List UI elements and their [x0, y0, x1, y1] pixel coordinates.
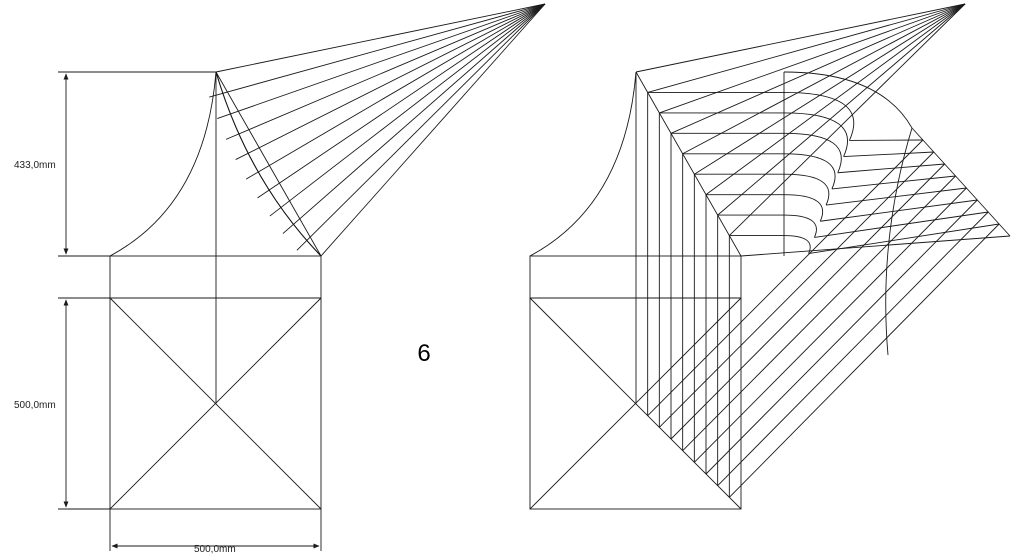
fan-line [257, 3, 546, 199]
construction-diagonal [831, 175, 956, 190]
construction-arc [783, 235, 811, 254]
construction-diagonal [837, 163, 945, 174]
left-fan-lines [209, 3, 546, 257]
fan-line [694, 3, 966, 175]
right-apex-shape [529, 71, 742, 404]
step-number: 6 [417, 340, 430, 367]
fan-line [717, 3, 966, 216]
fan-line [740, 235, 1011, 257]
construction-diagonal [843, 151, 934, 158]
construction-diagonal [808, 223, 1000, 255]
construction-diagonal [826, 187, 967, 206]
construction-arc [783, 153, 836, 190]
fan-line [647, 3, 966, 93]
construction-arc [783, 91, 855, 141]
construction-diagonal [814, 211, 989, 238]
construction-arc [783, 132, 842, 173]
construction-arc [783, 173, 830, 206]
construction-return [659, 151, 935, 428]
fan-line [729, 3, 966, 236]
left-drawing: 433,0mm 500,0mm 500,0mm [14, 3, 546, 555]
construction-return [670, 163, 945, 440]
fan-line [245, 3, 546, 180]
construction-arc [783, 194, 824, 222]
right-drawing [529, 3, 1011, 510]
left-dimensions [58, 71, 322, 551]
fan-line [320, 3, 546, 257]
fan-line [705, 3, 966, 196]
dim-height-box-label: 500,0mm [14, 400, 56, 411]
construction-return [647, 139, 924, 416]
fan-line [670, 3, 966, 134]
construction-return [682, 175, 956, 451]
dim-width-box-label: 500,0mm [194, 544, 236, 555]
left-box [109, 72, 322, 510]
construction-return [694, 187, 967, 463]
fan-line [282, 3, 546, 234]
fan-line [635, 3, 966, 73]
fan-line [225, 3, 546, 140]
dim-height-top-label: 433,0mm [14, 160, 56, 171]
fan-line [235, 3, 546, 160]
right-outer-profile [783, 71, 1011, 356]
construction-arc [783, 214, 817, 238]
construction-return [705, 199, 978, 475]
right-construction-lines [635, 3, 1011, 498]
fan-line [215, 3, 546, 73]
fan-line [682, 3, 966, 155]
fan-line [296, 3, 546, 251]
fan-line [269, 3, 546, 217]
construction-return [717, 211, 989, 486]
fan-line [209, 3, 546, 98]
construction-return [729, 223, 1000, 498]
fan-line [217, 3, 546, 119]
construction-diagonal [820, 199, 978, 222]
construction-arc [783, 112, 848, 157]
fan-line [659, 3, 966, 114]
